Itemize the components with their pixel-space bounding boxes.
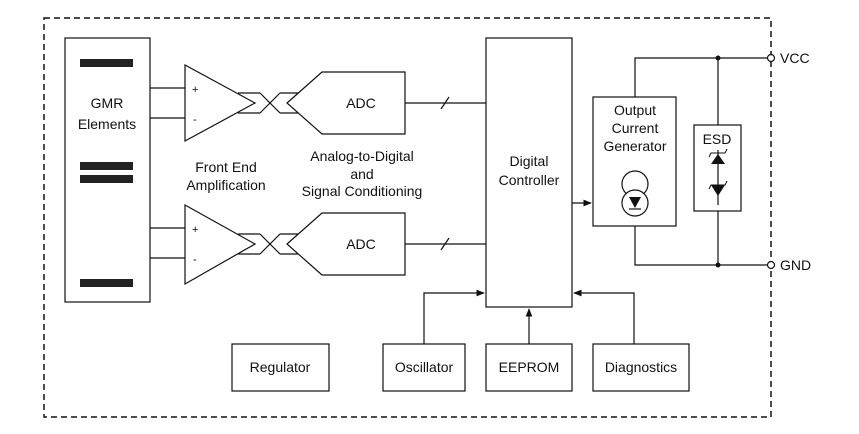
- vcc-pin: VCC: [766, 50, 810, 66]
- gmr-label-line2: Elements: [78, 116, 136, 132]
- zener-diode-icon: [708, 148, 728, 164]
- output-label-line1: Output: [614, 102, 656, 118]
- amp-bottom-plus: +: [192, 224, 198, 236]
- junction-dot: [715, 262, 721, 268]
- adc-bottom-label: ADC: [346, 236, 376, 252]
- regulator-label: Regulator: [250, 359, 311, 375]
- gnd-rail: [634, 226, 768, 266]
- front-end-label-line2: Amplification: [186, 177, 265, 193]
- vcc-pin-label: VCC: [780, 50, 810, 66]
- gmr-elements-block: GMR Elements: [64, 37, 151, 303]
- gnd-pin: GND: [766, 257, 811, 273]
- amplifier-top: + -: [184, 63, 257, 143]
- gnd-pin-label: GND: [780, 257, 811, 273]
- digital-controller-block: Digital Controller: [485, 37, 573, 308]
- oscillator-link: [423, 289, 485, 344]
- amplifier-bottom: + -: [184, 203, 257, 286]
- regulator-block: Regulator: [231, 343, 330, 392]
- output-label-line2: Current: [612, 120, 659, 136]
- oscillator-label: Oscillator: [395, 359, 454, 375]
- eeprom-block: EEPROM: [485, 343, 573, 392]
- eeprom-label: EEPROM: [499, 359, 560, 375]
- adc-top-label: ADC: [346, 95, 376, 111]
- adc-top-block: ADC: [286, 71, 406, 135]
- diagnostics-label: Diagnostics: [605, 359, 677, 375]
- gmr-label-line1: GMR: [91, 95, 124, 111]
- chip-boundary: [43, 17, 772, 418]
- esd-label: ESD: [703, 131, 732, 147]
- current-source-icon: [621, 170, 649, 217]
- gmr-sensor-bar: [80, 162, 133, 170]
- conditioning-label-line1: Analog-to-Digital: [310, 148, 414, 164]
- conditioning-label-line3: Signal Conditioning: [302, 183, 423, 199]
- gmr-sensor-bar: [80, 59, 133, 67]
- oscillator-block: Oscillator: [382, 343, 466, 392]
- diff-link-top: [238, 92, 298, 114]
- diff-link-bottom: [238, 233, 298, 255]
- controller-label-line2: Controller: [499, 172, 560, 188]
- bus-bottom: [405, 237, 486, 251]
- diagnostics-link: [573, 289, 635, 344]
- gmr-sensor-bar: [80, 175, 133, 183]
- vcc-rail: [634, 57, 768, 97]
- gmr-sensor-bar: [80, 279, 133, 287]
- output-label-line3: Generator: [603, 138, 666, 154]
- amp-bottom-minus: -: [193, 254, 197, 266]
- zener-diode-icon: [708, 180, 728, 196]
- junction-dot: [715, 55, 721, 61]
- controller-label-line1: Digital: [510, 153, 549, 169]
- amp-top-minus: -: [193, 114, 197, 126]
- amp-top-plus: +: [192, 84, 198, 96]
- adc-bottom-block: ADC: [286, 212, 406, 276]
- front-end-label-line1: Front End: [195, 159, 256, 175]
- conditioning-label-line2: and: [350, 166, 373, 182]
- output-current-generator-block: Output Current Generator: [592, 96, 677, 227]
- esd-block: ESD: [693, 124, 742, 212]
- diagnostics-block: Diagnostics: [592, 343, 690, 392]
- bus-top: [405, 96, 486, 110]
